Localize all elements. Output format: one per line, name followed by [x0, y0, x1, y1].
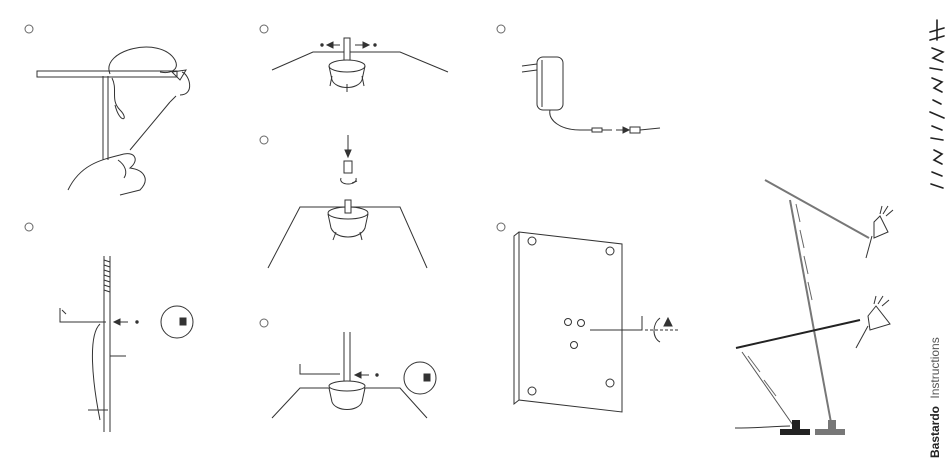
step-4-illustration	[268, 135, 427, 268]
step-marker-5	[25, 223, 33, 231]
step-marker-2	[260, 25, 268, 33]
step-6-illustration	[514, 232, 678, 412]
step-marker-1	[25, 25, 33, 33]
step-marker-7	[260, 319, 268, 327]
step-1-illustration	[37, 47, 190, 195]
document-spine: Bastardo Instructions	[924, 300, 944, 460]
designer-signature	[930, 20, 944, 188]
step-markers	[25, 25, 505, 327]
step-7-illustration	[272, 332, 436, 418]
step-2-illustration	[272, 38, 448, 92]
assembled-lamp-illustration	[735, 180, 893, 435]
brand-name: Bastardo	[928, 406, 942, 458]
step-marker-4	[260, 136, 268, 144]
step-marker-6	[497, 223, 505, 231]
step-5-illustration	[60, 256, 193, 432]
step-marker-3	[497, 25, 505, 33]
document-type: Instructions	[928, 337, 942, 398]
step-3-illustration	[522, 57, 660, 133]
